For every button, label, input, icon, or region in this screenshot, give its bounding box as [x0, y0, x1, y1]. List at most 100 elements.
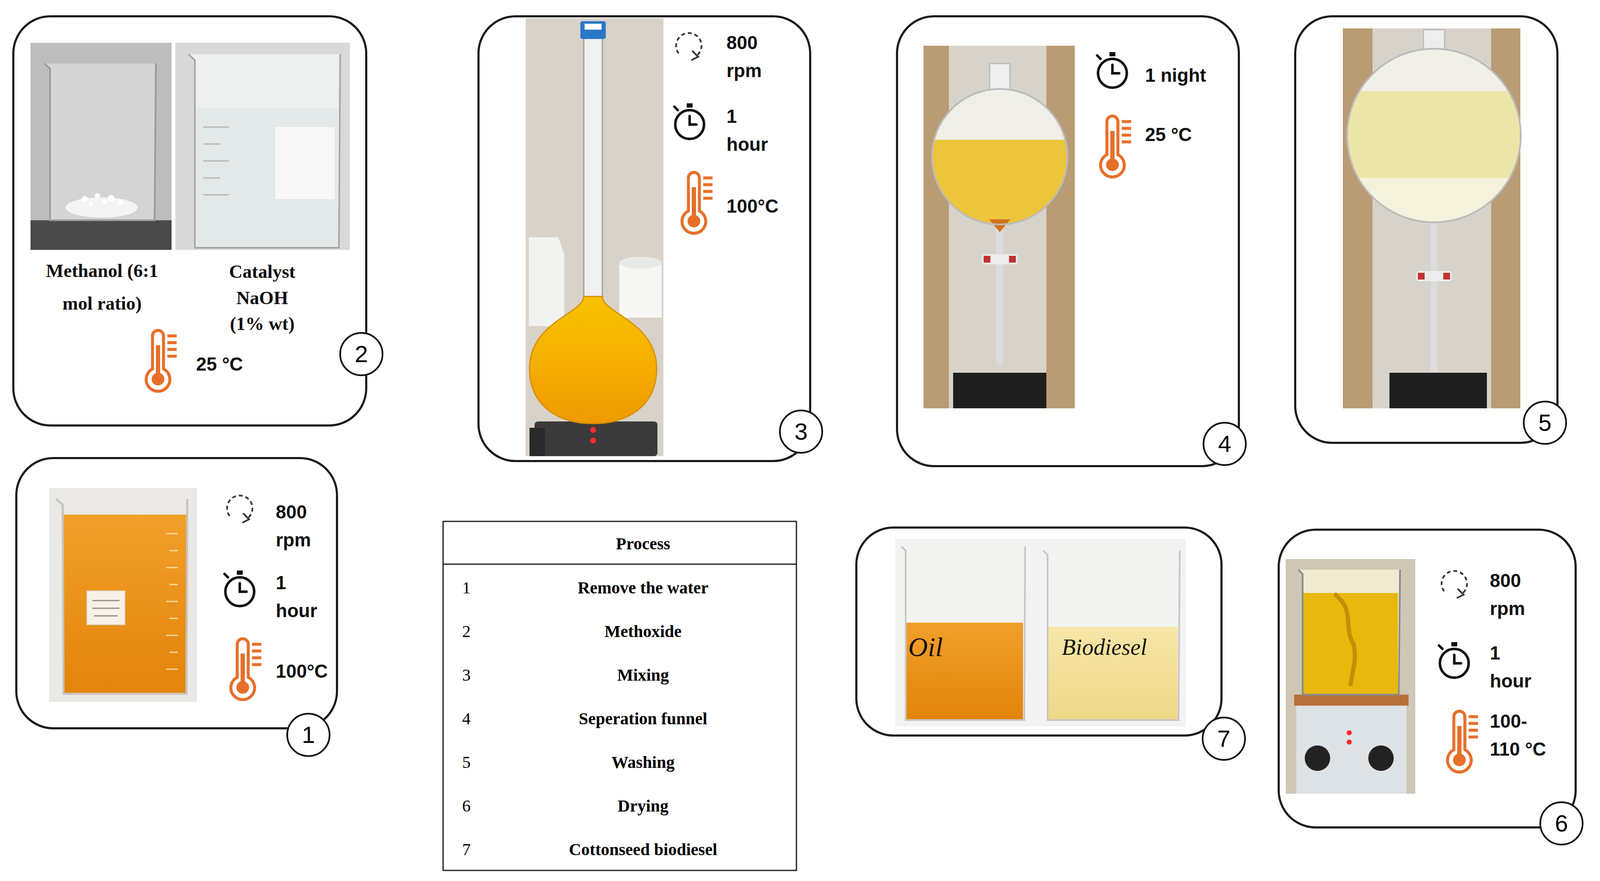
text-holder: 1 night	[1145, 61, 1239, 90]
table-cell: 2	[462, 621, 471, 642]
process-table	[443, 521, 797, 871]
process-table	[443, 521, 797, 871]
washing-funnel-photo	[1342, 177, 1521, 229]
oil-beaker-photo	[49, 488, 197, 702]
mixing-flask-photo	[580, 21, 606, 39]
methanol-beaker-photo	[88, 202, 93, 207]
separation-funnel-photo	[1009, 255, 1016, 263]
ingredient-label: Oil	[908, 631, 943, 664]
drying-beaker-photo	[1334, 593, 1355, 687]
table-cell: 4	[462, 708, 471, 730]
parameter-text: 25 °C	[1145, 120, 1193, 149]
ingredient-label: Methanol (6:1 mol ratio)	[34, 254, 170, 320]
clock-icon	[1097, 52, 1127, 88]
table-cell-text: Mixing	[617, 665, 669, 686]
text-holder: Catalyst NaOH (1% wt)	[221, 258, 303, 338]
mixing-flask-photo	[528, 237, 565, 327]
clock-icon	[1439, 642, 1469, 678]
table-cell: 5	[462, 752, 471, 773]
parameter-text: 100°C	[726, 192, 779, 221]
text-holder: 100°C	[726, 192, 799, 221]
text-holder: 100°C	[275, 657, 348, 686]
thermometer-icon	[230, 638, 262, 700]
process-panel: 5	[1294, 15, 1559, 444]
ingredient-label: Biodiesel	[1062, 633, 1148, 662]
drying-beaker-photo	[1346, 730, 1352, 736]
washing-funnel-photo	[1347, 48, 1521, 223]
process-panel: 6800 rpm1 hour100-110 °C	[1277, 528, 1577, 829]
catalyst-beaker-photo	[175, 42, 350, 250]
text-holder: 25 °C	[1145, 120, 1218, 149]
table-cell: Washing	[611, 752, 675, 773]
thermometer-icon	[146, 330, 177, 392]
methanol-beaker-photo	[65, 197, 138, 218]
table-cell-text: Seperation funnel	[578, 708, 708, 730]
parameter-text: 800 rpm	[275, 498, 323, 555]
table-cell-text: Remove the water	[577, 577, 709, 599]
stirring-icon	[1441, 571, 1467, 599]
stirring-icon	[227, 33, 1467, 599]
washing-funnel-photo	[1416, 271, 1452, 282]
text-holder: 800 rpm	[726, 28, 774, 85]
catalyst-beaker-photo	[203, 127, 229, 195]
mixing-flask-photo	[590, 427, 597, 433]
parameter-text: 100-110 °C	[1489, 707, 1556, 764]
thermometer-icon	[1100, 116, 1132, 178]
table-cell-text: 6	[462, 795, 471, 817]
circle-outline	[1202, 717, 1246, 760]
thermometer-icon	[1447, 711, 1478, 773]
parameter-text: 1 hour	[275, 568, 323, 625]
table-cell-text: 4	[462, 708, 471, 730]
washing-funnel-photo	[1389, 372, 1487, 409]
text-holder: 1 hour	[275, 568, 323, 625]
methanol-beaker-photo	[30, 42, 172, 250]
text-holder: 25 °C	[196, 350, 269, 379]
step-number: 1	[301, 723, 315, 747]
clock-icon	[674, 103, 705, 139]
separation-funnel-photo	[923, 45, 949, 409]
step-number: 5	[1538, 410, 1552, 435]
process-panel: 3800 rpm1 hour100°C	[477, 15, 812, 463]
mixing-flask-photo	[619, 256, 662, 269]
catalyst-beaker-photo	[188, 54, 341, 248]
step-number: 7	[1217, 726, 1231, 751]
parameter-text: 800 rpm	[726, 28, 774, 85]
text-holder: Oil	[870, 631, 981, 664]
step-number: 4	[1217, 432, 1232, 456]
separation-funnel-photo	[923, 45, 1075, 409]
process-panel: 2Methanol (6:1 mol ratio)Catalyst NaOH (…	[12, 15, 368, 427]
drying-beaker-photo	[1303, 593, 1398, 694]
oil-beaker-photo	[63, 514, 187, 694]
text-holder: 100-110 °C	[1489, 707, 1556, 764]
washing-funnel-photo	[1417, 272, 1425, 280]
table-cell: Mixing	[617, 665, 669, 686]
drying-beaker-photo	[1346, 739, 1352, 745]
oil-beaker-photo	[92, 600, 120, 616]
oil-beaker-photo	[86, 590, 125, 625]
oil-beaker-photo	[166, 533, 178, 670]
catalyst-beaker-photo	[175, 42, 350, 250]
drying-beaker-photo	[1294, 694, 1409, 706]
mixing-flask-photo	[583, 37, 603, 300]
mixing-flask-photo	[590, 437, 597, 444]
table-cell: 3	[462, 665, 471, 686]
separation-funnel-photo	[996, 220, 1004, 365]
separation-funnel-photo	[981, 254, 1018, 265]
separation-funnel-photo	[953, 372, 1047, 409]
table-cell-text: Washing	[611, 752, 675, 773]
methanol-beaker-photo	[102, 199, 108, 205]
table-cell-text: 7	[462, 839, 471, 860]
table-header: Process	[615, 533, 671, 555]
mixing-flask-photo	[584, 23, 602, 30]
thermometer-icon	[682, 172, 713, 234]
text-holder: Biodiesel	[1049, 633, 1160, 662]
table-cell-text: 2	[462, 621, 471, 642]
circle-outline	[287, 713, 330, 757]
circle-outline	[779, 410, 823, 453]
stirring-icon	[227, 495, 253, 523]
mixing-flask-photo	[534, 421, 658, 457]
methanol-beaker-photo	[44, 63, 156, 221]
process-panel: 4 1 night 25 °C	[895, 15, 1240, 468]
step-number-circle: 4	[1202, 421, 1248, 467]
